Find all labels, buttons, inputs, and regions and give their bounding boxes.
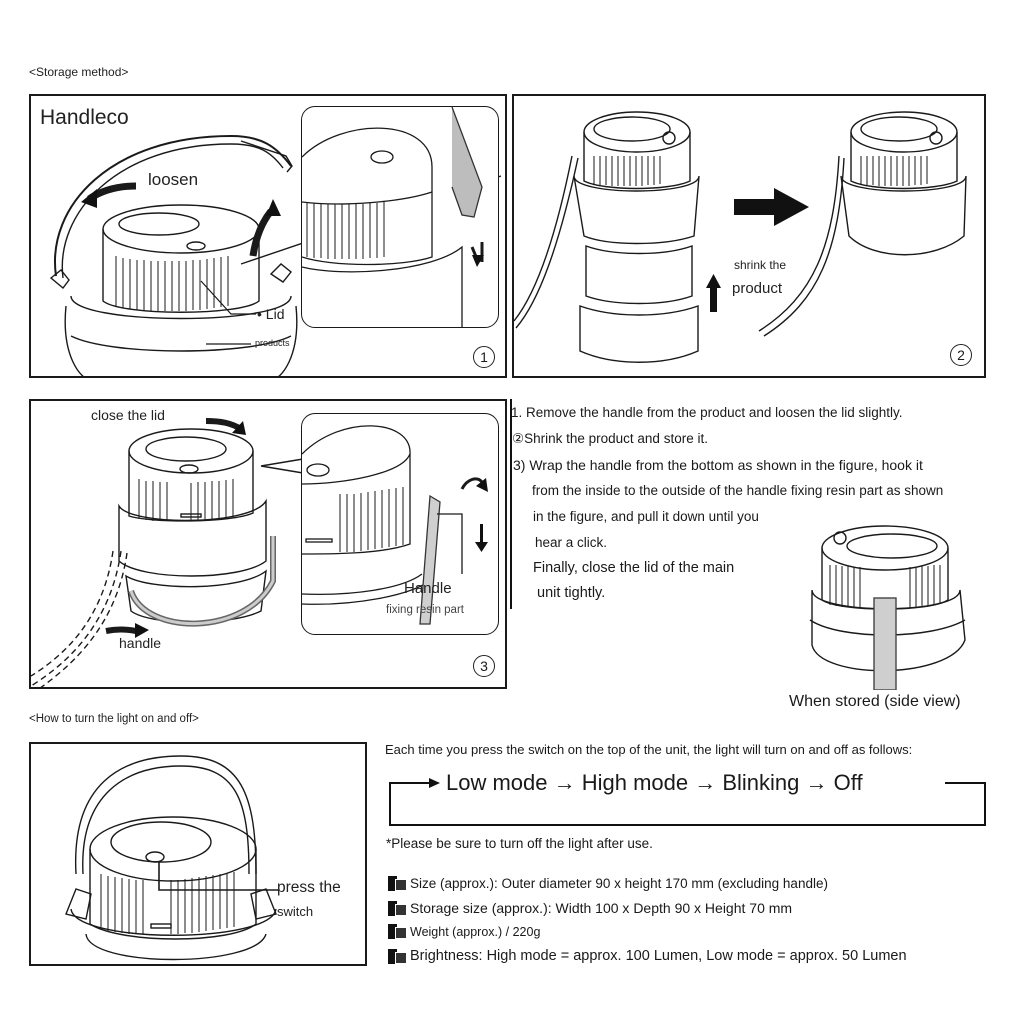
step-2-illustration <box>514 111 967 363</box>
press-label-line1: press the <box>277 879 341 896</box>
square-bullet-icon <box>388 948 408 964</box>
lid-label: • Lid <box>257 306 285 322</box>
turn-off-note: *Please be sure to turn off the light af… <box>386 836 653 851</box>
light-intro-text: Each time you press the switch on the to… <box>385 742 913 757</box>
step-1-panel: Handleco loosen • Lid products 1 <box>29 94 507 378</box>
step-3-panel: close the lid handle Handle fixing resin… <box>29 399 507 689</box>
step-number-badge: 2 <box>950 344 972 366</box>
press-switch-panel: press the switch <box>29 742 367 966</box>
instruction-line: unit tightly. <box>537 585 606 601</box>
square-bullet-icon <box>388 900 408 916</box>
detail-illustration <box>302 425 488 625</box>
spec-size-text: Size (approx.): Outer diameter 90 x heig… <box>410 876 828 891</box>
products-label: products <box>255 338 290 348</box>
handle-label: handle <box>119 635 162 651</box>
instruction-line: ②Shrink the product and store it. <box>512 431 708 446</box>
handle-callout-subtitle: fixing resin part <box>386 604 464 616</box>
loosen-label: loosen <box>148 170 199 189</box>
instruction-line: from the inside to the outside of the ha… <box>532 483 944 498</box>
shrink-label-line2: product <box>732 280 783 297</box>
spec-weight: Weight (approx.) / 220g <box>388 924 540 939</box>
spec-brightness-text: Brightness: High mode = approx. 100 Lume… <box>410 948 907 964</box>
step-1-detail-inset <box>301 106 499 328</box>
stored-side-view-illustration <box>809 525 966 690</box>
press-label-line2: switch <box>277 904 314 919</box>
brand-name: Handleco <box>40 106 129 129</box>
instruction-line: hear a click. <box>535 535 608 550</box>
spec-size: Size (approx.): Outer diameter 90 x heig… <box>388 876 828 891</box>
instruction-line: in the figure, and pull it down until yo… <box>533 509 759 524</box>
instruction-line: Finally, close the lid of the main <box>533 560 735 576</box>
instructions-divider <box>510 399 512 609</box>
step-number-badge: 1 <box>473 346 495 368</box>
storage-method-heading: <Storage method> <box>29 65 129 79</box>
cycle-loop-lines <box>389 778 986 826</box>
spec-weight-text: Weight (approx.) / 220g <box>410 924 541 939</box>
big-right-arrow <box>734 188 809 226</box>
light-section-heading: <How to turn the light on and off> <box>29 713 199 725</box>
stored-caption: When stored (side view) <box>789 693 961 710</box>
instruction-line: 3) Wrap the handle from the bottom as sh… <box>513 457 923 473</box>
square-bullet-icon <box>388 924 408 939</box>
step-3-detail-inset: Handle fixing resin part <box>301 413 499 635</box>
step-number-badge: 3 <box>473 655 495 677</box>
mode-cycle-diagram: Low mode → High mode → Blinking → Off <box>388 770 988 828</box>
mode-cycle-text: Low mode → High mode → Blinking → Off <box>446 770 863 795</box>
detail-illustration <box>302 107 484 327</box>
instruction-line: 1. Remove the handle from the product an… <box>511 405 903 420</box>
square-bullet-icon <box>388 876 408 891</box>
step-1-illustration <box>49 134 502 376</box>
spec-storage-size-text: Storage size (approx.): Width 100 x Dept… <box>410 900 793 916</box>
shrink-label-line1: shrink the <box>734 258 787 272</box>
step-2-panel: shrink the product 2 <box>512 94 986 378</box>
handle-callout-title: Handle <box>404 580 452 597</box>
spec-brightness: Brightness: High mode = approx. 100 Lume… <box>388 948 907 964</box>
cycle-start-arrow <box>429 778 440 788</box>
lantern-top-illustration <box>65 755 279 961</box>
switch-leader-line <box>158 862 279 891</box>
close-lid-label: close the lid <box>91 407 165 423</box>
spec-storage-size: Storage size (approx.): Width 100 x Dept… <box>388 900 792 916</box>
